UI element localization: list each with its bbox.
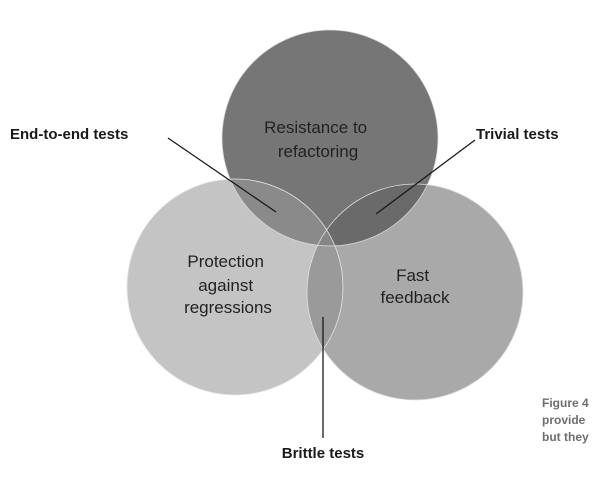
- label-fast-feedback: Fast feedback: [381, 266, 450, 307]
- outline-right: [306, 183, 524, 401]
- outline-top: [221, 29, 439, 247]
- figure-caption: Figure 4 provide but they: [542, 396, 592, 444]
- label-protection-against-regressions: Protection against regressions: [184, 252, 272, 317]
- callout-trivial-tests: Trivial tests: [476, 126, 559, 143]
- label-resistance-to-refactoring: Resistance to refactoring: [264, 118, 372, 161]
- outline-left: [126, 178, 344, 396]
- overlap-top-right: [307, 184, 438, 246]
- callout-brittle-tests: Brittle tests: [282, 445, 365, 462]
- overlap-top-left: [222, 179, 343, 246]
- callout-end-to-end-tests: End-to-end tests: [10, 126, 128, 143]
- leader-end-to-end: [167, 137, 277, 213]
- leader-trivial: [375, 139, 476, 215]
